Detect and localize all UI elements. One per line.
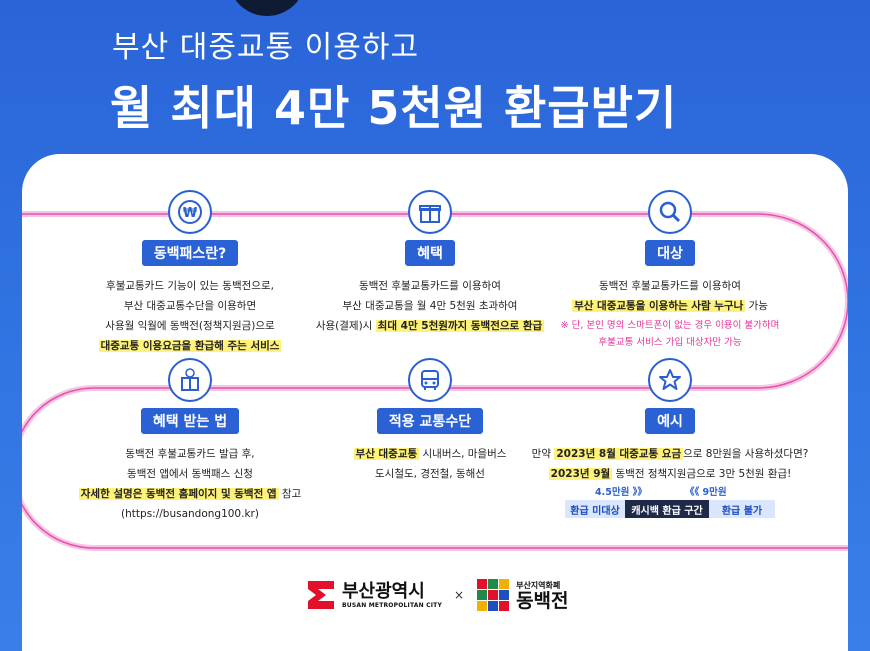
text-line: 도시철도, 경전철, 동해선	[375, 468, 485, 480]
dongbaekjeon-mosaic-icon	[477, 579, 510, 611]
headline-subtitle: 부산 대중교통 이용하고	[112, 30, 420, 65]
busan-emblem-icon	[308, 581, 334, 609]
busan-city-logo: 부산광역시 BUSAN METROPOLITAN CITY	[306, 579, 442, 611]
text-line: 으로 8만원을 사용하셨다면?	[683, 448, 809, 460]
collab-x: ×	[454, 588, 465, 602]
highlight-text: 2023년 9월	[548, 468, 613, 480]
section-title: 동백패스란?	[141, 240, 239, 266]
text-line: 동백전 앱에서 동백패스 신청	[127, 468, 253, 480]
busan-city-english: BUSAN METROPOLITAN CITY	[342, 601, 443, 609]
text-line: 가능	[745, 300, 768, 312]
gift-coin-icon	[168, 358, 212, 402]
highlight-text: 부산 대중교통을 이용하는 사람 누구나	[572, 300, 746, 312]
note-line: 후불교통 서비스 가입 대상자만 가능	[598, 337, 742, 348]
section-title: 대상	[645, 240, 695, 266]
text-line: 사용월 익월에 동백전(정책지원금)으로	[105, 320, 275, 332]
highlight-text: 자세한 설명은 동백전 홈페이지 및 동백전 앱	[78, 488, 279, 500]
text-line: 부산 대중교통수단을 이용하면	[123, 300, 257, 312]
dongbaekjeon-name: 동백전	[516, 589, 569, 612]
headline-title: 월 최대 4만 5천원 환급받기	[110, 81, 678, 135]
segment-not-eligible: 환급 미대상	[565, 500, 625, 518]
upper-threshold-label: 《《 9만원	[685, 487, 727, 498]
section-how-to-receive: 혜택 받는 법 동백전 후불교통카드 발급 후, 동백전 앱에서 동백패스 신청…	[70, 358, 310, 524]
svg-text:₩: ₩	[183, 206, 198, 221]
segment-not-refundable: 환급 불가	[709, 500, 775, 518]
top-tab-decoration	[228, 0, 306, 16]
note-line: ※ 단, 본인 명의 스마트폰이 없는 경우 이용이 불가하며	[560, 320, 780, 331]
star-icon	[648, 358, 692, 402]
text-line: 동백전 정책지원금으로 3만 5천원 환급!	[612, 468, 792, 480]
won-coin-icon: ₩	[168, 190, 212, 234]
segment-cashback: 캐시백 환급 구간	[625, 500, 709, 518]
section-title: 혜택 받는 법	[140, 408, 240, 434]
highlight-text: 2023년 8월 대중교통 요금	[554, 448, 684, 460]
route-track	[22, 211, 848, 551]
footer-logos: 부산광역시 BUSAN METROPOLITAN CITY × 부산지역화폐 동…	[306, 578, 569, 612]
dongbaekjeon-subtitle: 부산지역화폐	[516, 580, 561, 590]
dongbaekjeon-logo: 부산지역화폐 동백전	[476, 578, 569, 612]
lower-threshold-label: 4.5만원 》》	[595, 487, 647, 498]
section-transport: 적용 교통수단 부산 대중교통 시내버스, 마을버스 도시철도, 경전철, 동해…	[310, 358, 550, 484]
text-line: 동백전 후불교통카드를 이용하여	[359, 280, 501, 292]
section-title: 예시	[645, 408, 695, 434]
text-line: 동백전 후불교통카드 발급 후,	[125, 448, 255, 460]
busan-city-name: 부산광역시	[342, 580, 425, 602]
text-line: 참고	[278, 488, 302, 500]
highlight-text: 부산 대중교통	[353, 448, 420, 460]
refund-range-bar: 4.5만원 》》 《《 9만원 환급 미대상 캐시백 환급 구간 환급 불가	[565, 484, 775, 518]
text-line: 만약	[531, 448, 555, 460]
text-line: 부산 대중교통을 월 4만 5천원 초과하여	[342, 300, 518, 312]
info-card	[22, 154, 848, 651]
section-title: 혜택	[405, 240, 455, 266]
text-line: 시내버스, 마을버스	[419, 448, 507, 460]
section-benefit: 혜택 동백전 후불교통카드를 이용하여 부산 대중교통을 월 4만 5천원 초과…	[310, 190, 550, 336]
section-title: 적용 교통수단	[376, 408, 484, 434]
text-line: 후불교통카드 기능이 있는 동백전으로,	[106, 280, 274, 292]
gift-icon	[408, 190, 452, 234]
magnifier-icon	[648, 190, 692, 234]
highlight-text: 대중교통 이용요금을 환급해 주는 서비스	[98, 340, 282, 352]
section-target: 대상 동백전 후불교통카드를 이용하여 부산 대중교통을 이용하는 사람 누구나…	[550, 190, 790, 350]
text-line: 사용(결제)시	[315, 320, 376, 332]
text-line: 동백전 후불교통카드를 이용하여	[599, 280, 741, 292]
highlight-text: 최대 4만 5천원까지 동백전으로 환급	[375, 320, 545, 332]
section-dongbaek-pass: ₩ 동백패스란? 후불교통카드 기능이 있는 동백전으로, 부산 대중교통수단을…	[70, 190, 310, 356]
website-url: (https://busandong100.kr)	[121, 508, 259, 520]
bus-icon	[408, 358, 452, 402]
